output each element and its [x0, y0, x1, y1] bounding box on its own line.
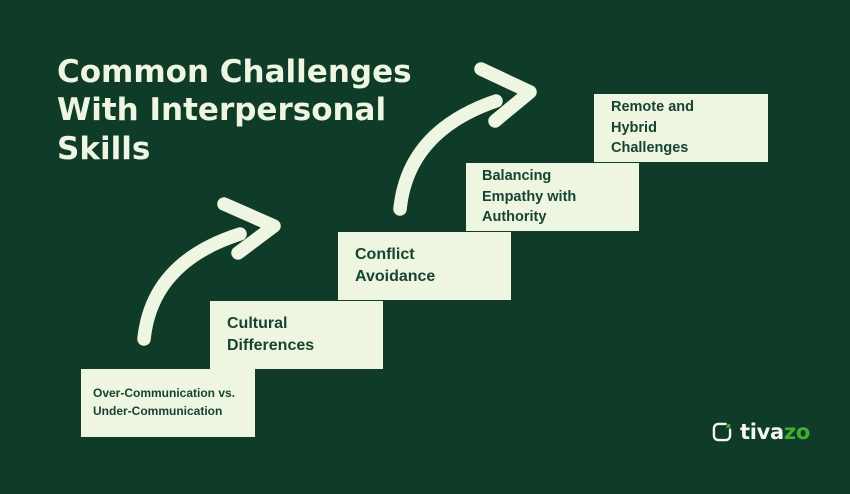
step-label: Over-Communication vs. Under-Communicati…: [93, 386, 236, 418]
step-box-cultural-differences: Cultural Differences: [210, 301, 383, 369]
step-box-over-communication: Over-Communication vs. Under-Communicati…: [81, 369, 255, 437]
logo-text-accent: zo: [783, 420, 810, 444]
step-label: Remote and Hybrid Challenges: [611, 99, 694, 157]
step-box-conflict-avoidance: Conflict Avoidance: [338, 232, 511, 300]
page-title: Common Challenges With Interpersonal Ski…: [57, 54, 412, 167]
logo-text-primary: tiva: [740, 420, 784, 444]
logo-text: tivazo: [740, 420, 810, 444]
tivazo-logo: tivazo: [711, 420, 810, 444]
step-label: Conflict Avoidance: [355, 245, 436, 285]
tivazo-logo-icon: [712, 422, 732, 442]
step-label: Balancing Empathy with Authority: [482, 168, 577, 226]
step-box-remote-hybrid: Remote and Hybrid Challenges: [594, 94, 768, 162]
step-label: Cultural Differences: [227, 314, 315, 354]
step-box-balancing-empathy: Balancing Empathy with Authority: [466, 163, 639, 231]
